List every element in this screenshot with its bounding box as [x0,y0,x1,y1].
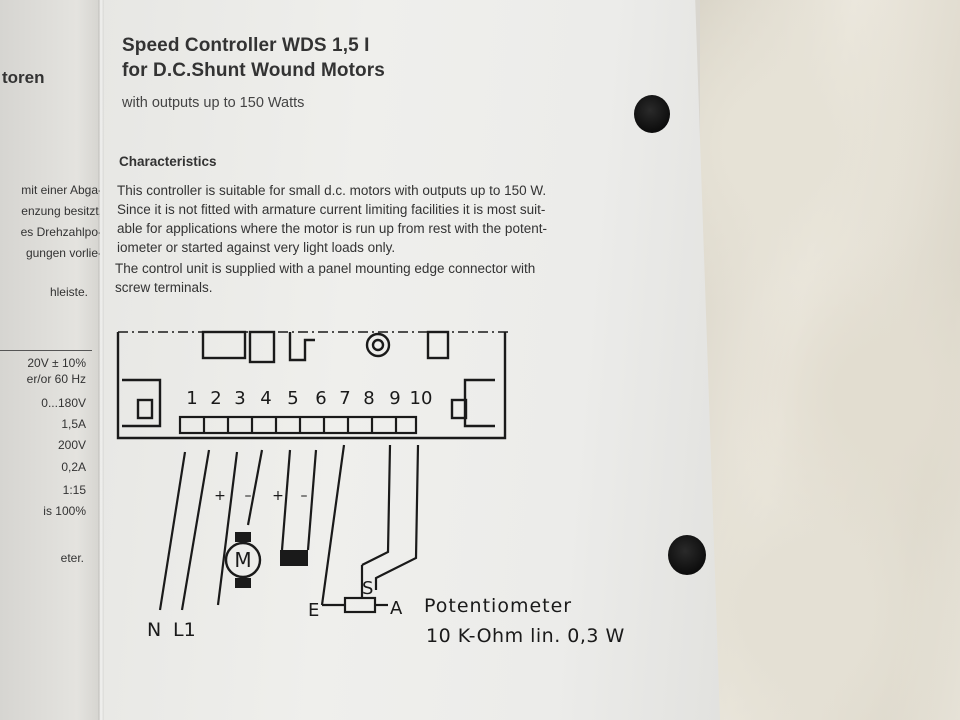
left-table-value: 1:15 [62,483,86,497]
terminal-number-9: 9 [389,388,400,409]
paragraph-line: This controller is suitable for small d.… [117,183,547,198]
left-text-line: es Drehzahlpo- [20,225,102,239]
document-title-line1: Speed Controller WDS 1,5 I [122,35,370,56]
motor-label: M [234,548,251,572]
left-page: toren mit einer Abga- enzung besitzt, es… [0,0,110,720]
left-table-value: er/or 60 Hz [26,372,86,386]
terminal-number-8: 8 [363,388,374,409]
motor-symbol: M [224,532,262,588]
paragraph-line: screw terminals. [115,280,213,295]
page-fold [98,0,104,720]
polarity-minus: – [301,488,308,504]
terminal-number-5: 5 [287,388,298,409]
punch-hole-top [634,95,670,133]
supply-labels: N L1 [147,619,196,641]
terminal-number-1: 1 [186,388,197,409]
terminal-strip [178,415,418,435]
left-text-line: enzung besitzt, [21,204,102,218]
left-table-value: 200V [57,438,86,452]
paragraph-line: able for applications where the motor is… [117,221,547,236]
polarity-plus: + [214,488,226,504]
terminal-number-3: 3 [234,388,245,409]
left-table-value: is 100% [43,504,86,518]
left-table-value: 1,5A [61,417,86,431]
polarity-minus: – [245,488,252,504]
punch-hole-bottom [668,535,706,575]
pot-spec: 10 K-Ohm lin. 0,3 W [426,625,625,647]
wires [158,444,420,614]
terminal-number-2: 2 [210,388,221,409]
left-text-line: gungen vorlie- [25,246,102,260]
polarity-plus: + [272,488,284,504]
potentiometer-labels: E S A Potentiometer 10 K-Ohm lin. 0,3 W [308,578,625,647]
supply-label-l1: L1 [173,619,196,641]
terminal-numbers: 1 2 3 4 5 6 7 8 9 10 [186,388,432,409]
left-table-value: 0,2A [61,460,86,474]
paragraph-line: The control unit is supplied with a pane… [115,261,536,276]
left-table-value: 20V ± 10% [27,356,86,370]
left-note-fragment: eter. [60,551,84,565]
field-winding-symbol [280,550,308,566]
paragraph-line: iometer or started against very light lo… [117,240,396,255]
supply-label-n: N [147,619,161,641]
paragraph-line: Since it is not fitted with armature cur… [117,202,546,217]
terminal-number-10: 10 [410,388,433,409]
pot-label-s: S [362,578,373,599]
pot-label-e: E [308,600,319,621]
document-title-line2: for D.C.Shunt Wound Motors [122,60,385,81]
document-subtitle: with outputs up to 150 Watts [122,95,305,111]
left-text-line: mit einer Abga- [21,183,102,197]
wiring-diagram: 1 2 3 4 5 6 7 8 9 10 M + – + – N [116,330,625,647]
terminal-number-4: 4 [260,388,271,409]
left-table-rule [0,350,92,351]
controller-housing [116,330,508,440]
terminal-number-7: 7 [339,388,350,409]
pot-label-a: A [390,598,403,619]
section-heading: Characteristics [119,154,217,169]
fabric-background [700,0,960,720]
polarity-marks: + – + – [214,488,307,504]
terminal-number-6: 6 [315,388,326,409]
main-page [100,0,720,720]
left-table-value: 0...180V [41,396,86,410]
left-heading-fragment: toren [2,68,45,87]
pot-title: Potentiometer [424,595,572,617]
left-footer-fragment: hleiste. [49,285,88,299]
